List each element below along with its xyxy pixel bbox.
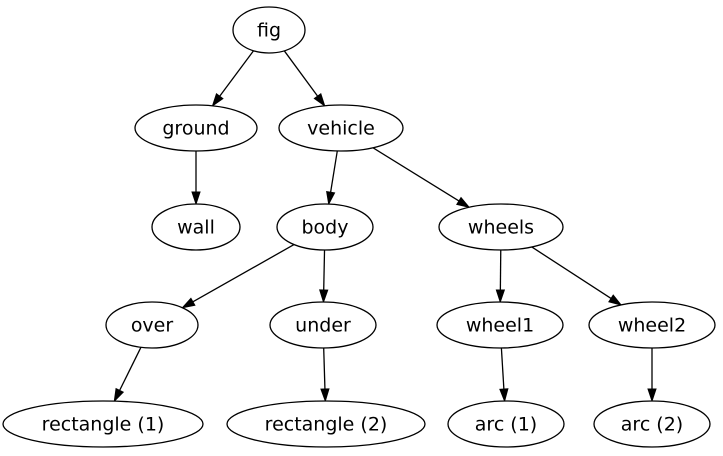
edge-fig-vehicle — [283, 50, 326, 108]
node-label: rectangle (2) — [265, 414, 388, 436]
node-label: body — [302, 217, 349, 239]
edge-fig-ground — [211, 50, 255, 108]
edge-body-over — [181, 243, 295, 309]
edge-wheels-wheel2 — [531, 246, 623, 306]
node-vehicle: vehicle — [278, 104, 404, 152]
node-label: rectangle (1) — [42, 414, 165, 436]
node-over: over — [105, 301, 199, 349]
node-ellipse — [278, 104, 404, 152]
edge-over-rect1 — [113, 347, 142, 403]
edge-wheel2-arc2 — [647, 348, 657, 403]
node-arc2: arc (2) — [593, 400, 711, 448]
arrowhead-icon — [326, 190, 336, 206]
arrowhead-icon — [191, 191, 201, 206]
arrowhead-icon — [319, 289, 329, 304]
node-ellipse — [105, 301, 199, 349]
nodes-layer: fig ground vehicle wall body wheels over under w… — [2, 6, 716, 448]
edge-wheel1-arc1 — [499, 347, 509, 403]
arrowhead-icon — [313, 92, 326, 108]
node-wheel2: wheel2 — [588, 301, 716, 349]
node-ellipse — [593, 400, 711, 448]
node-ellipse — [134, 104, 258, 152]
node-fig: fig — [232, 6, 306, 54]
node-label: wheel2 — [618, 315, 686, 337]
node-ground: ground — [134, 104, 258, 152]
node-ellipse — [447, 400, 565, 448]
edge-vehicle-wheels — [372, 147, 471, 209]
node-under: under — [269, 301, 377, 349]
node-ellipse — [232, 6, 306, 54]
node-label: vehicle — [307, 118, 375, 140]
node-ellipse — [151, 203, 241, 251]
arrowhead-icon — [456, 196, 471, 209]
arrowhead-icon — [113, 387, 125, 403]
edge-ground-wall — [191, 151, 201, 206]
arrowhead-icon — [647, 388, 657, 403]
node-rect1: rectangle (1) — [2, 400, 204, 448]
node-label: arc (2) — [621, 414, 683, 436]
node-ellipse — [438, 203, 564, 251]
node-label: over — [131, 315, 174, 337]
node-wall: wall — [151, 203, 241, 251]
node-label: wall — [177, 217, 215, 239]
node-ellipse — [436, 301, 564, 349]
node-ellipse — [276, 203, 374, 251]
node-rect2: rectangle (2) — [226, 400, 426, 448]
edge-body-under — [319, 249, 329, 304]
node-ellipse — [269, 301, 377, 349]
arrowhead-icon — [320, 388, 330, 403]
node-wheels: wheels — [438, 203, 564, 251]
node-ellipse — [2, 400, 204, 448]
node-label: wheel1 — [466, 315, 534, 337]
node-label: ground — [162, 118, 229, 140]
edges-layer — [113, 50, 657, 403]
edge-wheels-wheel1 — [495, 249, 506, 304]
arrowhead-icon — [211, 93, 224, 108]
arrowhead-icon — [495, 289, 506, 304]
edge-under-rect2 — [320, 347, 330, 403]
node-arc1: arc (1) — [447, 400, 565, 448]
node-wheel1: wheel1 — [436, 301, 564, 349]
node-label: wheels — [468, 217, 534, 239]
node-body: body — [276, 203, 374, 251]
arrowhead-icon — [608, 294, 623, 306]
edge-vehicle-body — [326, 150, 338, 206]
node-label: under — [295, 315, 351, 337]
node-label: arc (1) — [475, 414, 537, 436]
node-ellipse — [588, 301, 716, 349]
node-label: fig — [257, 20, 281, 42]
arrowhead-icon — [499, 388, 509, 403]
node-ellipse — [226, 400, 426, 448]
arrowhead-icon — [181, 297, 196, 309]
